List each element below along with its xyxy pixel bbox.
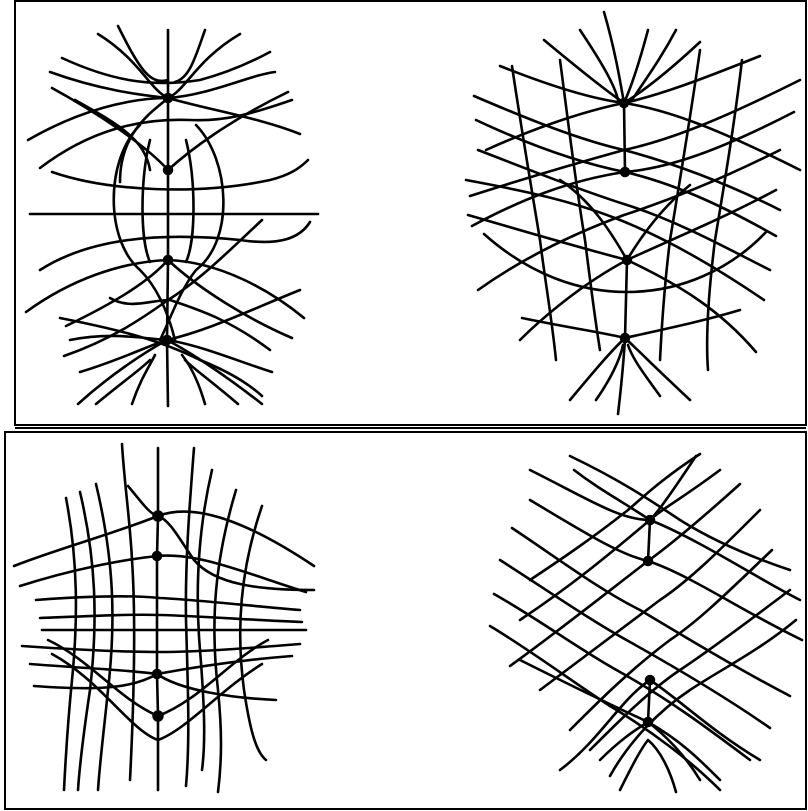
diagram-top-left [26,26,318,406]
bl-curve [122,444,134,780]
tr-node [621,334,630,343]
upper-panel [15,1,806,428]
br-curve [530,470,800,600]
tl-curve [70,290,300,340]
br-node [644,557,653,566]
br-curve [574,456,696,520]
tl-curve [175,30,205,82]
br-curve [590,590,790,750]
tl-node [163,336,172,345]
tl-curve [132,355,155,404]
bl-node [153,711,163,721]
tr-curve [560,60,600,350]
tl-curve [40,222,310,270]
bl-node [153,511,163,521]
diagram-bottom-right [490,454,802,792]
br-node [646,676,655,685]
bl-curve [240,506,266,760]
lower-panel [5,432,806,809]
tl-curve [78,340,262,404]
diagram-bottom-left [14,444,314,792]
diagram-top-right [466,12,800,414]
tl-curve [52,160,308,189]
bl-curve [64,498,76,790]
bl-curve [96,484,112,790]
bl-curve [214,490,236,792]
tl-node [164,166,173,175]
tl-curve [143,140,151,262]
bl-node [153,670,162,679]
br-curve [520,470,720,620]
tl-axis [167,30,168,406]
br-curve [610,620,796,776]
tr-curve [660,50,700,360]
tl-node [164,94,173,103]
tl-curve [75,100,150,170]
bl-node [153,552,162,561]
br-node [646,516,655,525]
tr-curve [512,66,556,360]
tl-curve [62,52,270,83]
tl-node [164,256,173,265]
tr-node [621,168,630,177]
tr-curve [628,345,660,396]
bl-curve [40,615,302,622]
tl-curve [182,355,205,404]
br-node [644,718,653,727]
tr-node [620,99,629,108]
tr-node [623,256,632,265]
tr-curve [500,66,800,170]
bl-curve [78,492,95,790]
tl-curve [186,140,194,262]
tr-curve [472,112,794,226]
